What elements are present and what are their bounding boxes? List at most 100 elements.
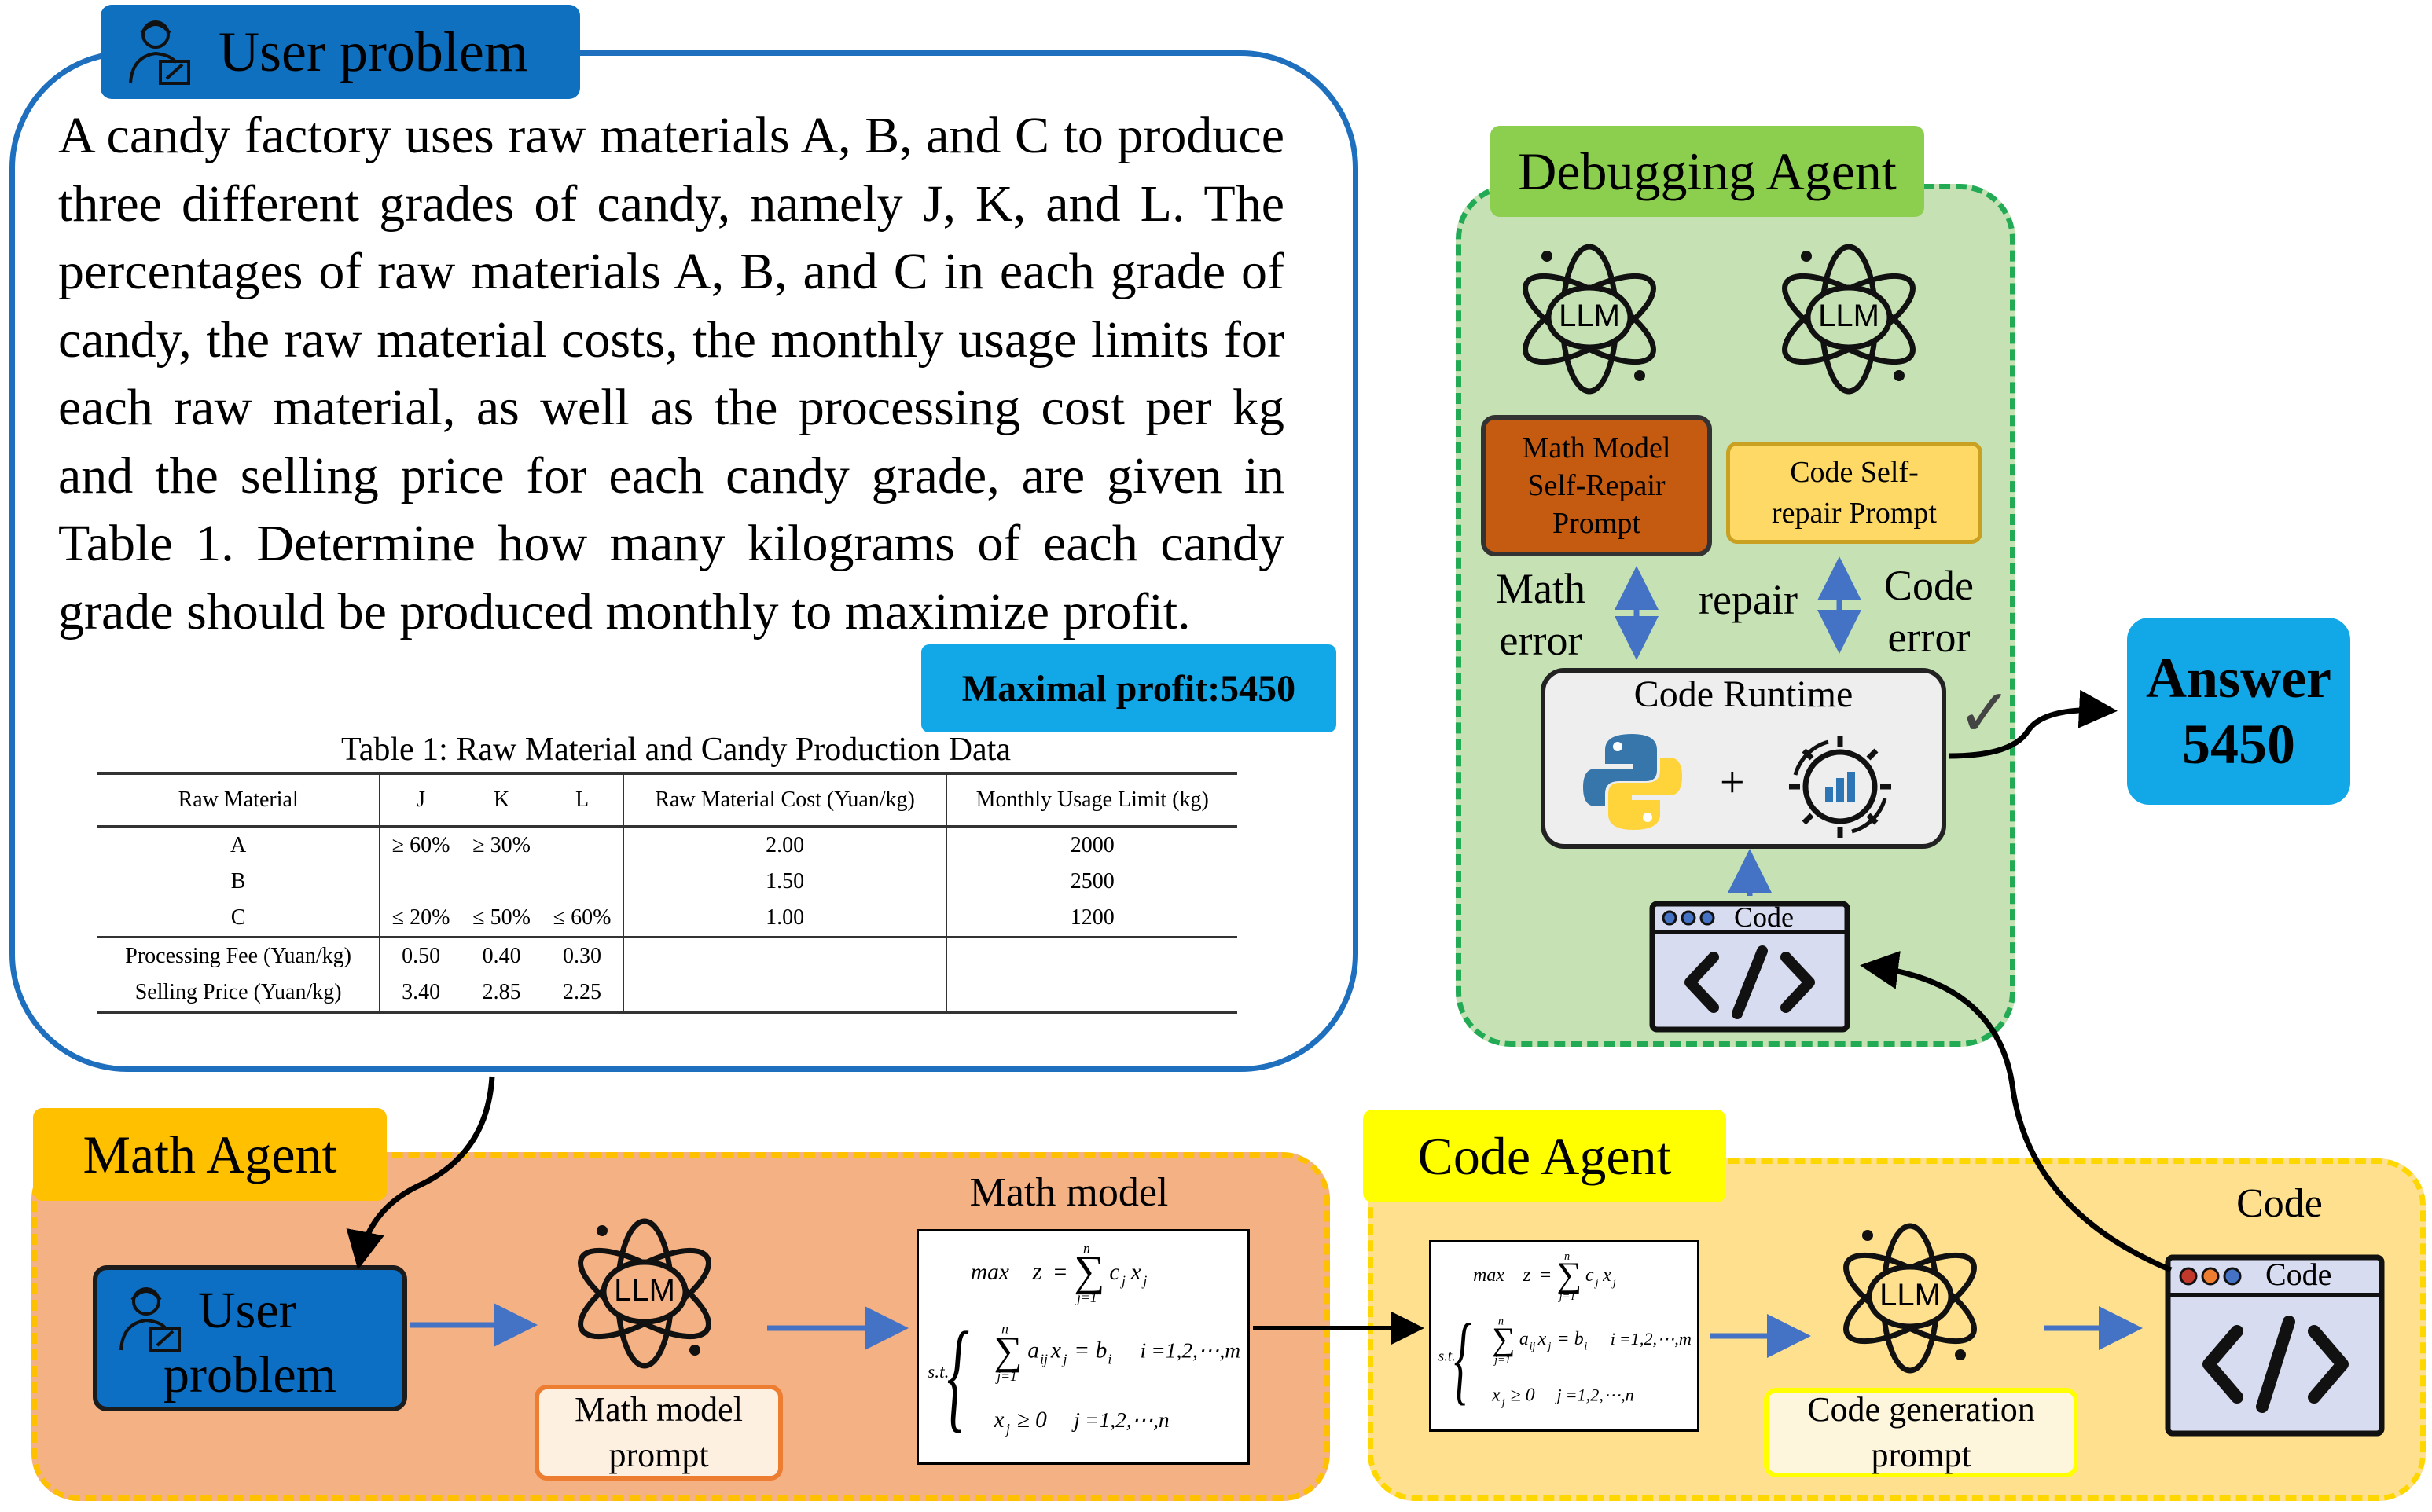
svg-text:≥ 0: ≥ 0: [1511, 1385, 1535, 1406]
plus-sign: +: [1720, 758, 1745, 807]
svg-text:x: x: [1130, 1260, 1141, 1285]
answer-label: Answer: [2146, 647, 2331, 710]
user-problem-tab: User problem: [101, 5, 580, 99]
answer-box: Answer 5450: [2127, 618, 2350, 805]
svg-text:b: b: [1096, 1338, 1108, 1363]
svg-text:j: j: [1005, 1421, 1010, 1437]
svg-text:n: n: [1564, 1250, 1570, 1263]
table-cell: Selling Price (Yuan/kg): [97, 974, 381, 1014]
table-cell: [623, 974, 948, 1014]
svg-text:j=1: j=1: [1075, 1290, 1097, 1305]
llm-icon: LLM: [1831, 1212, 1989, 1377]
svg-text:{: {: [947, 1308, 969, 1444]
table-row: C ≤ 20% ≤ 50% ≤ 60% 1.00 1200: [97, 900, 1237, 938]
svg-text:s.t.: s.t.: [928, 1362, 949, 1382]
table-cell: 3.40: [380, 974, 461, 1014]
svg-text:=1,2,⋯,n: =1,2,⋯,n: [1085, 1408, 1170, 1432]
svg-text:j: j: [1141, 1273, 1147, 1289]
llm-label: LLM: [1818, 299, 1879, 333]
svg-text:s.t.: s.t.: [1438, 1349, 1456, 1365]
svg-text:x: x: [1491, 1385, 1501, 1406]
code-error-line: error: [1887, 614, 1971, 661]
prompt-line: prompt: [1871, 1436, 1971, 1474]
llm-icon: LLM: [1770, 233, 1927, 398]
code-runtime-title: Code Runtime: [1633, 673, 1853, 715]
prompt-line: Math Model: [1522, 431, 1671, 464]
svg-text:j: j: [1594, 1277, 1599, 1290]
code-window-label: Code: [2265, 1257, 2332, 1292]
table-cell: C: [97, 900, 381, 938]
table-cell: [542, 826, 624, 864]
code-self-repair-prompt: Code Self- repair Prompt: [1726, 442, 1982, 544]
svg-text:z: z: [1031, 1257, 1041, 1285]
svg-text:j=1: j=1: [1558, 1290, 1576, 1303]
code-generation-prompt: Code generation prompt: [1764, 1388, 2078, 1477]
table-cell: [461, 864, 542, 900]
svg-text:≥ 0: ≥ 0: [1017, 1407, 1047, 1433]
math-error-line: Math: [1496, 565, 1585, 612]
prompt-line: Code generation: [1807, 1390, 2035, 1429]
svg-text:c: c: [1109, 1260, 1119, 1285]
svg-text:j: j: [1546, 1340, 1551, 1352]
table-cell: [542, 864, 624, 900]
prompt-line: Code Self-: [1790, 456, 1919, 489]
table-cell: ≤ 20%: [391, 905, 450, 930]
svg-text:=: =: [1053, 1260, 1068, 1285]
table-cell: 0.30: [542, 936, 624, 974]
user-icon: [129, 20, 190, 85]
user-icon: [119, 1287, 181, 1352]
prompt-line: Math model: [575, 1390, 743, 1429]
prompt-line: prompt: [608, 1436, 709, 1474]
table-cell: 1200: [1070, 905, 1115, 930]
svg-text:x: x: [1602, 1265, 1611, 1286]
math-agent-title: Math Agent: [33, 1108, 387, 1201]
table-cell: Processing Fee (Yuan/kg): [97, 936, 381, 974]
svg-text:a: a: [1027, 1338, 1039, 1363]
code-window-label: Code: [1734, 901, 1794, 933]
table-row: A ≥ 60% ≥ 30% 2.00 2000: [97, 826, 1237, 864]
repair-label: repair: [1699, 576, 1798, 623]
col-header-k: K: [493, 787, 510, 812]
svg-text:n: n: [1001, 1320, 1008, 1336]
user-problem-title: User problem: [219, 20, 528, 83]
code-window-icon: Code: [1649, 901, 1850, 1033]
user-problem-line: User: [198, 1282, 296, 1339]
svg-text:=: =: [1556, 1329, 1569, 1349]
data-table: Raw Material J K L Raw Material Cost (Yu…: [97, 772, 1237, 1014]
svg-text:a: a: [1519, 1329, 1529, 1349]
gear-chart-icon: [1789, 736, 1891, 838]
table-cell: ≤ 50%: [472, 905, 531, 930]
svg-text:∑: ∑: [1492, 1320, 1515, 1356]
col-header-cost: Raw Material Cost (Yuan/kg): [623, 773, 948, 827]
table-row: Processing Fee (Yuan/kg) 0.50 0.40 0.30: [97, 936, 1237, 974]
prompt-line: Prompt: [1552, 507, 1640, 540]
table-cell: [946, 974, 1237, 1014]
prompt-line: repair Prompt: [1771, 497, 1937, 530]
svg-text:i: i: [1141, 1339, 1147, 1363]
answer-value: 5450: [2182, 713, 2295, 776]
table-cell: 0.50: [380, 936, 461, 974]
table-cell: 2000: [1070, 833, 1115, 857]
table-row: B 1.50 2500: [97, 864, 1237, 900]
svg-text:c: c: [1585, 1265, 1594, 1286]
svg-text:i: i: [1108, 1352, 1111, 1367]
table-cell: 1.00: [623, 900, 948, 938]
python-icon: [1583, 734, 1682, 830]
debugging-agent-title: Debugging Agent: [1490, 126, 1924, 217]
svg-text:=: =: [1074, 1338, 1089, 1363]
math-error-label: Math error: [1478, 563, 1604, 666]
svg-text:i: i: [1611, 1329, 1615, 1349]
llm-icon: LLM: [566, 1207, 723, 1372]
math-error-line: error: [1499, 617, 1582, 664]
svg-text:z: z: [1523, 1264, 1531, 1286]
table-cell: 2500: [1070, 869, 1115, 894]
table-cell: ≥ 60%: [391, 833, 450, 857]
svg-text:i: i: [1584, 1340, 1587, 1352]
svg-text:∑: ∑: [1074, 1247, 1104, 1295]
table-cell: 2.85: [461, 974, 542, 1014]
table-cell: [623, 936, 948, 974]
table-cell: [946, 936, 1237, 974]
svg-text:j: j: [1120, 1273, 1126, 1289]
